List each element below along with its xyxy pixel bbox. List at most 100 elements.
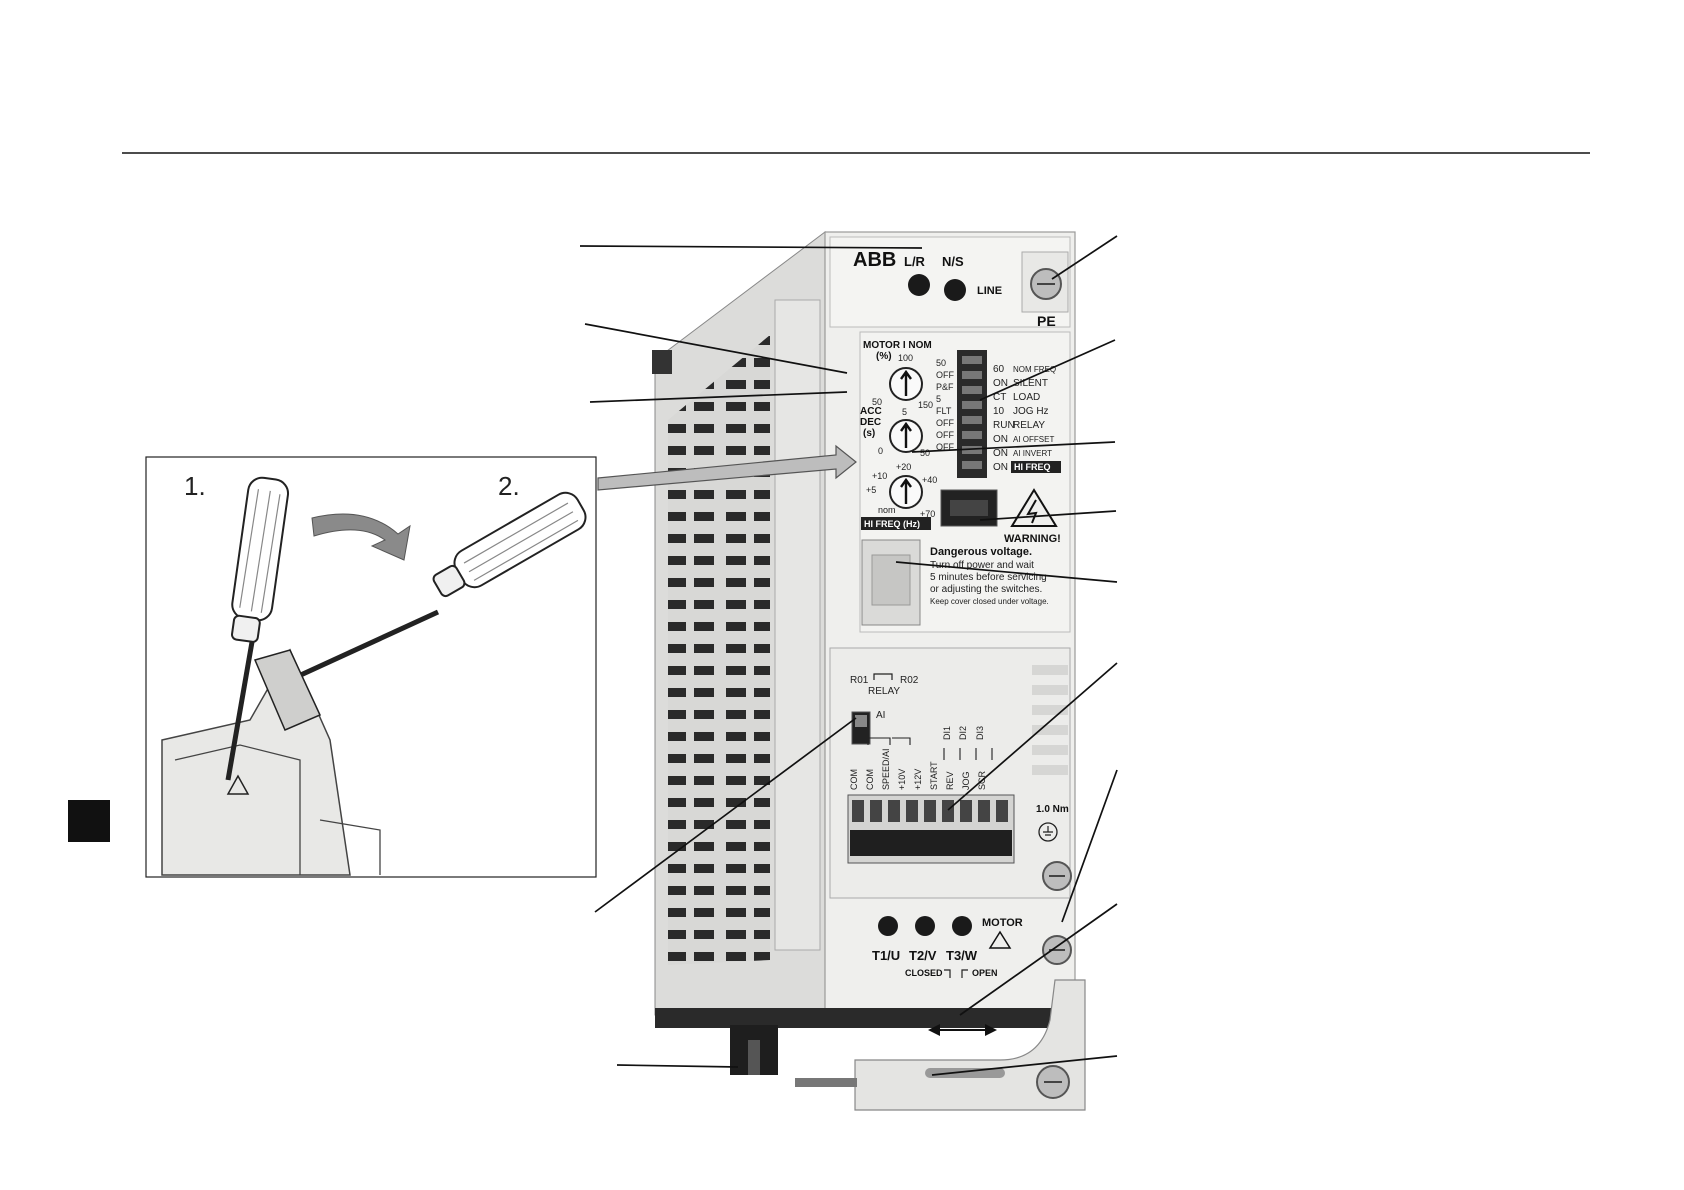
adjust-arrow-left-head	[928, 1024, 940, 1036]
ground-symbol-lines	[1043, 826, 1053, 836]
ground-symbol-icon	[1038, 822, 1058, 842]
ventilation-slots	[668, 335, 770, 965]
lightning-bolt-icon	[1026, 499, 1038, 524]
leader-lines	[579, 235, 1118, 1076]
leader-clamp-adjust	[959, 903, 1118, 1016]
lr-label: L/R	[904, 254, 926, 269]
closed-label: CLOSED	[905, 968, 943, 978]
screwdriver-vertical	[225, 476, 290, 781]
dip-right-b-6: AI INVERT	[1013, 449, 1052, 458]
device-bottom	[655, 1008, 1075, 1028]
lr-terminal-hole	[908, 274, 930, 296]
dip-right-b-5: AI OFFSET	[1013, 435, 1054, 444]
io-term-7: JOG	[961, 771, 971, 790]
open-label: OPEN	[972, 968, 998, 978]
dec-label: DEC	[860, 417, 881, 428]
t2v-label: T2/V	[909, 948, 937, 963]
pe-label: PE	[1037, 313, 1056, 329]
motor-pot-arrow	[900, 369, 912, 396]
dip-left-labels: 50 OFF P&F 5 FLT OFF OFF OFF	[936, 358, 954, 452]
freq-tick-10: +10	[872, 471, 887, 481]
freq-tick-5: +5	[866, 485, 876, 495]
warning-title: WARNING!	[1004, 533, 1061, 545]
leader-dip-switch	[979, 339, 1116, 401]
adjust-arrow-right-head	[985, 1024, 997, 1036]
t1u-terminal-hole	[878, 916, 898, 936]
hi-freq-label: HI FREQ (Hz)	[864, 519, 920, 529]
ai-label: AI	[876, 710, 885, 721]
ai-jumper-knob	[855, 715, 867, 727]
freq-tick-nom: nom	[878, 505, 896, 515]
relay-symbol	[873, 673, 893, 680]
motor-warning-icon	[988, 930, 1012, 949]
dip-left-0: 50	[936, 358, 946, 368]
t1u-label: T1/U	[872, 948, 900, 963]
dip-right-b-7: HI FREQ	[1014, 462, 1051, 472]
hi-freq-label-bg	[861, 517, 931, 530]
motor-inom-unit: (%)	[876, 351, 892, 362]
motor-label: MOTOR	[982, 917, 1023, 929]
brand-logo: ABB	[853, 249, 896, 271]
motor-inom-label: MOTOR I NOM	[863, 340, 932, 351]
clamp-plate	[854, 979, 1086, 1111]
dip-right-hifreq-bg	[1011, 461, 1061, 473]
acc-tick-50: 50	[920, 448, 930, 458]
dip-switch-block[interactable]	[957, 350, 987, 478]
leader-ai-jumper	[594, 717, 857, 913]
line-label: LINE	[977, 285, 1002, 297]
dip-right-a-1: ON	[993, 378, 1008, 389]
inset-pointer-arrow	[597, 444, 857, 491]
acc-tick-5: 5	[902, 407, 907, 417]
dip-right-a-6: ON	[993, 448, 1008, 459]
inset-step-1: 1.	[184, 471, 206, 501]
io-term-0: COM	[849, 769, 859, 790]
relay-label: RELAY	[868, 686, 900, 697]
acc-dec-unit: (s)	[863, 428, 875, 439]
dip-right-a-5: ON	[993, 434, 1008, 445]
side-label-sticker	[774, 299, 821, 951]
dip-left-1: OFF	[936, 370, 954, 380]
io-term-1: COM	[865, 769, 875, 790]
ns-terminal-hole	[944, 279, 966, 301]
leader-comm-port	[895, 561, 1118, 583]
warning-line-1: Dangerous voltage.	[930, 546, 1032, 558]
dip-switch-levers	[962, 356, 982, 469]
dip-right-b-3: JOG Hz	[1013, 406, 1049, 417]
leader-clamp-plate	[931, 1055, 1118, 1076]
clamp-slot	[925, 1068, 1005, 1078]
dip-right-b-4: RELAY	[1013, 420, 1045, 431]
leader-led-1	[584, 323, 848, 374]
dip-left-4: FLT	[936, 406, 952, 416]
dip-right-labels: 60 NOM FREQ ON SILENT CT LOAD 10 JOG Hz …	[993, 364, 1061, 473]
dip-right-b-0: NOM FREQ	[1013, 365, 1056, 374]
io-term-3: +10V	[897, 769, 907, 790]
dip-right-a-3: 10	[993, 406, 1005, 417]
io-term-5: START	[929, 761, 939, 790]
dip-left-3: 5	[936, 394, 941, 404]
acc-tick-0: 0	[878, 446, 883, 456]
t2v-terminal-hole	[915, 916, 935, 936]
leader-potentiometers	[911, 441, 1116, 453]
inset-cover-lift	[253, 649, 322, 731]
closed-open-marks	[944, 969, 968, 978]
top-clip	[652, 350, 672, 374]
freq-tick-70: +70	[920, 509, 935, 519]
clamp-threaded-rod	[795, 1078, 857, 1087]
warning-line-2: Turn off power and wait	[930, 560, 1034, 571]
rotation-arrow	[311, 513, 411, 561]
dip-right-b-1: SILENT	[1013, 378, 1048, 389]
inset-device-detail	[174, 744, 381, 875]
motor-tick-100: 100	[898, 353, 913, 363]
dip-right-a-4: RUN	[993, 420, 1015, 431]
din-clip-notch	[748, 1040, 760, 1075]
motor-tick-150: 150	[918, 400, 933, 410]
dip-left-7: OFF	[936, 442, 954, 452]
freq-tick-40: +40	[922, 475, 937, 485]
di2-label: DI2	[958, 726, 968, 740]
acc-label: ACC	[860, 406, 882, 417]
dip-left-6: OFF	[936, 430, 954, 440]
freq-tick-20: +20	[896, 462, 911, 472]
acc-pot-arrow	[900, 421, 912, 448]
leader-ground-screw	[1061, 769, 1118, 923]
